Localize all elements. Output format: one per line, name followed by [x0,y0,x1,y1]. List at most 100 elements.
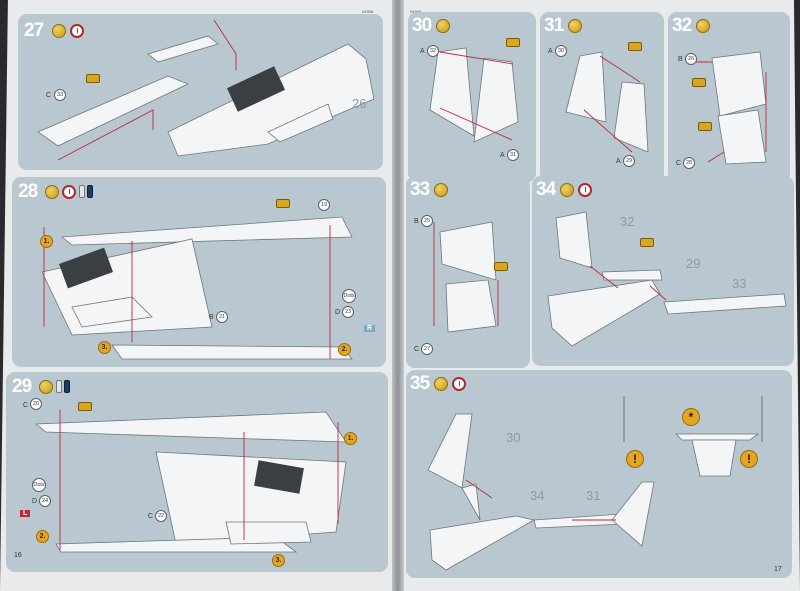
star-icon: * [682,408,700,426]
paint-badge-icon [696,19,710,33]
part-label-a: A [420,48,425,55]
page-number-right: 17 [774,566,782,573]
ghost-part-32: 32 [620,214,635,229]
warning-icon: ! [740,450,758,468]
part-label-a: A [500,152,505,159]
step-31-panel: 31 A 30 A 29 [540,12,664,182]
dots-decal-icon: Dots [342,289,356,303]
part-label-d: D [32,498,38,505]
step-35-panel: 35 30 34 31 * ! ! [406,370,792,578]
step-35-number: 35 [410,373,430,394]
order-1: 1. [344,432,357,445]
glue-icon [62,185,76,199]
part-label-b: B [414,218,419,225]
dots-decal-icon: Dots [32,478,46,492]
paint-pot-dark-icon [64,380,70,393]
step-29-number: 29 [12,376,32,397]
paint-badge-icon [45,185,59,199]
glue-icon [578,183,592,197]
paint-badge-icon [568,19,582,33]
part-label-b: B [209,314,214,321]
part-label-c: C [46,92,52,99]
part-22: 22 [155,510,167,522]
step-31-drawing [565,51,649,153]
step-30-drawing [429,47,519,143]
step-34-drawing [547,211,787,347]
paint-badge-icon [434,377,448,391]
order-3: 3. [272,554,285,567]
step-33-panel: 33 B 25 C 27 [406,176,530,368]
step-35-drawing [427,396,763,571]
step-27-drawing [37,19,375,161]
part-31: 31 [507,149,519,161]
part-27: 27 [421,343,433,355]
flag-l: L [20,510,31,517]
part-label-d: D [335,309,341,316]
ghost-part-30: 30 [506,430,521,445]
paint-badge-icon [39,380,53,394]
step-27-number: 27 [24,20,44,41]
part-21: 21 [216,311,228,323]
part-25: 25 [421,215,433,227]
book-gutter [392,0,404,591]
paint-badge-icon [434,183,448,197]
step-28-panel: 28 19 B 21 Dots D 23 R 1. 2. 3. [12,177,386,367]
part-19: 19 [318,199,330,211]
order-2: 2. [36,530,49,543]
part-label-a: A [616,158,621,165]
step-32-number: 32 [672,15,692,36]
part-26: 26 [685,53,697,65]
step-30-number: 30 [412,15,432,36]
glue-icon [452,377,466,391]
part-30: 30 [555,45,567,57]
glue-icon [70,24,84,38]
step-31-number: 31 [544,15,564,36]
step-29-drawing [34,410,347,553]
paint-pot-light-icon [79,185,85,198]
step-28-drawing [41,216,353,360]
step-34-number: 34 [536,179,556,200]
part-20: 20 [30,398,42,410]
step-33-drawing [433,221,499,333]
glue-chip-icon [86,74,100,83]
part-label-c: C [148,513,154,520]
paint-badge-icon [560,183,574,197]
glue-chip-icon [494,262,508,271]
step-33-number: 33 [410,179,430,200]
step-29-panel: 29 C 20 Dots D 24 L C 22 1. 2. 3. [6,372,388,572]
ghost-part-26: 26 [352,96,367,111]
part-label-a: A [548,48,553,55]
part-24: 24 [39,495,51,507]
page-number-left: 16 [14,552,22,559]
part-29: 29 [623,155,635,167]
part-label-c: C [414,346,420,353]
order-3: 3. [98,341,111,354]
flag-r: R [364,325,376,332]
step-27-panel: 27 C 33 26 [18,14,383,170]
part-33: 33 [54,89,66,101]
ghost-part-31: 31 [586,488,601,503]
paint-pot-light-icon [56,380,62,393]
step-32-drawing [696,51,767,165]
paint-badge-icon [52,24,66,38]
step-34-panel: 34 32 29 33 [532,176,794,366]
catalog-code-left: 04958 [362,9,374,14]
step-30-panel: 30 A 32 A 31 [408,12,536,182]
part-23: 23 [342,306,354,318]
paint-badge-icon [436,19,450,33]
glue-chip-icon [628,42,642,51]
part-label-b: B [678,56,683,63]
part-label-c: C [676,160,682,167]
glue-chip-icon [640,238,654,247]
step-28-number: 28 [18,181,38,202]
part-28: 28 [683,157,695,169]
ghost-part-29: 29 [686,256,701,271]
glue-chip-icon [698,122,712,131]
glue-chip-icon [506,38,520,47]
order-2: 2. [338,343,351,356]
warning-icon: ! [626,450,644,468]
ghost-part-34: 34 [530,488,545,503]
paint-pot-dark-icon [87,185,93,198]
part-32: 32 [427,45,439,57]
catalog-code-right: 04958 [410,9,421,14]
